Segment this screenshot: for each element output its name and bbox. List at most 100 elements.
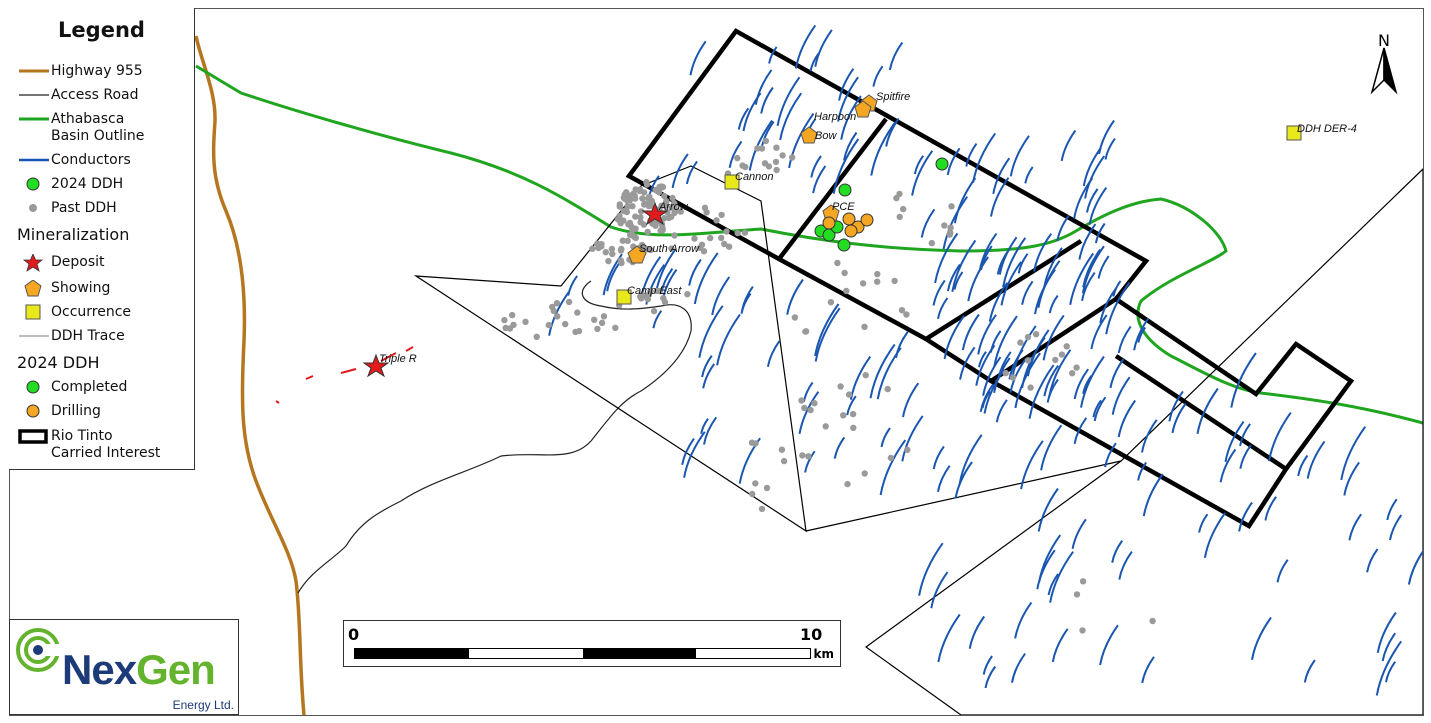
past-ddh-dot (791, 314, 799, 321)
conductor-segment (959, 346, 976, 380)
conductor-segment (930, 571, 949, 609)
legend-item-completed: Completed (17, 379, 127, 399)
conductor-segment (1381, 632, 1397, 662)
yellow-square-icon (17, 304, 51, 322)
past-ddh-dot (1009, 374, 1017, 381)
deposit-triple-r-marker[interactable] (362, 353, 390, 378)
past-ddh-dot (502, 324, 509, 332)
conductor-segment (1011, 325, 1037, 379)
conductor-segment (901, 415, 924, 462)
past-ddh-dot (620, 194, 627, 201)
conductor-segment (1099, 624, 1119, 666)
past-ddh-dot (619, 237, 626, 244)
conductor-segment (1112, 280, 1122, 297)
past-ddh-dot (1052, 356, 1059, 364)
legend-label: Athabasca Basin Outline (51, 111, 145, 144)
past-ddh-dot (758, 505, 766, 513)
conductor-segment (681, 438, 695, 465)
occurrence-der4-marker[interactable] (1286, 125, 1302, 141)
conductor-segment (1097, 255, 1110, 279)
conductor-segment (838, 68, 855, 101)
conductor-segment (1037, 260, 1061, 308)
past-ddh-dot (589, 245, 596, 252)
past-ddh-dot (1058, 351, 1066, 358)
conductor-segment (837, 76, 859, 122)
green-circle-icon (17, 379, 51, 397)
past-ddh-dot (647, 288, 654, 295)
orange-pentagon-icon (17, 279, 51, 298)
past-ddh-dot (947, 224, 954, 231)
conductor-segment (711, 276, 731, 316)
conductor-segment (1104, 442, 1117, 468)
conductor-segment (880, 427, 891, 448)
past-ddh-dot (629, 226, 636, 234)
past-ddh-dot (637, 208, 645, 215)
conductor-segment (937, 297, 949, 319)
scale-unit-label: km (813, 647, 834, 661)
showing-harpoon-marker[interactable] (854, 100, 872, 118)
conductor-segment (1033, 233, 1053, 272)
past-ddh-dot (801, 404, 808, 412)
conductor-segment (1171, 402, 1187, 434)
conductor-segment (671, 153, 689, 189)
past-ddh-dot (620, 217, 627, 224)
conductor-segment (996, 249, 1010, 275)
past-ddh-dot (845, 391, 853, 398)
conductor-segment (1141, 419, 1158, 453)
showing-bow-marker[interactable] (800, 126, 818, 144)
conductor-segment (872, 65, 884, 87)
legend-label: Drilling (51, 403, 101, 419)
past-ddh-dot (652, 186, 659, 194)
label-camp-east: Camp East (627, 285, 682, 297)
conductor-segment (958, 434, 983, 485)
conductor-segment (688, 258, 702, 286)
conductor-segment (849, 356, 872, 400)
map-frame[interactable]: Spitfire Harpoon Bow Cannon PCE Arrow So… (9, 8, 1424, 716)
map-canvas[interactable]: Spitfire Harpoon Bow Cannon PCE Arrow So… (10, 9, 1423, 715)
past-ddh-dot (671, 232, 678, 239)
conductor-segment (1078, 223, 1097, 260)
past-ddh-dot (822, 423, 829, 430)
scale-end-label: 10 (800, 625, 823, 644)
past-ddh-dot (1032, 331, 1040, 338)
past-ddh-dot (668, 213, 675, 221)
past-ddh-dot (841, 269, 848, 277)
past-ddh-dot (691, 235, 698, 242)
conductor-segment (975, 344, 996, 386)
rio-tinto-carried-interest (625, 28, 1355, 529)
past-ddh-dot (598, 243, 605, 250)
occurrence-camp-east-marker[interactable] (616, 289, 632, 305)
conductor-segment (1082, 248, 1102, 288)
conductor-segment (982, 655, 993, 675)
past-ddh-dot (904, 446, 911, 453)
past-ddh-dot (644, 296, 651, 303)
conductor-segment (967, 256, 989, 302)
past-ddh-dot (1024, 333, 1032, 341)
deposit-arrow-marker[interactable] (641, 201, 669, 226)
legend-label: Conductors (51, 152, 131, 168)
conductor-segment (942, 196, 969, 250)
conductor-segment (1168, 390, 1184, 422)
past-ddh-dot (891, 277, 898, 285)
conductor-segment (946, 147, 961, 176)
ddh-2024-points[interactable] (814, 157, 949, 252)
showing-south-arrow-marker[interactable] (627, 245, 647, 264)
grey-line-icon (17, 328, 51, 346)
past-ddh-dot (898, 307, 906, 314)
conductor-segment (1376, 611, 1397, 653)
past-ddh-dot (725, 243, 733, 250)
conductor-segment (977, 314, 997, 355)
conductor-segment (988, 282, 1009, 322)
conductor-segment (888, 41, 904, 71)
conductor-segment (1343, 461, 1360, 496)
conductor-segment (737, 107, 750, 130)
occurrence-cannon-marker[interactable] (724, 174, 740, 190)
conductor-segment (946, 263, 961, 292)
past-ddh-dot (734, 154, 741, 162)
past-ddh-dot (602, 249, 609, 256)
logo-wordmark: NexGen (62, 646, 216, 693)
past-ddh-dot (641, 189, 648, 196)
label-bow: Bow (815, 130, 837, 142)
conductor-segment (810, 155, 822, 178)
conductor-segment (1198, 513, 1209, 533)
